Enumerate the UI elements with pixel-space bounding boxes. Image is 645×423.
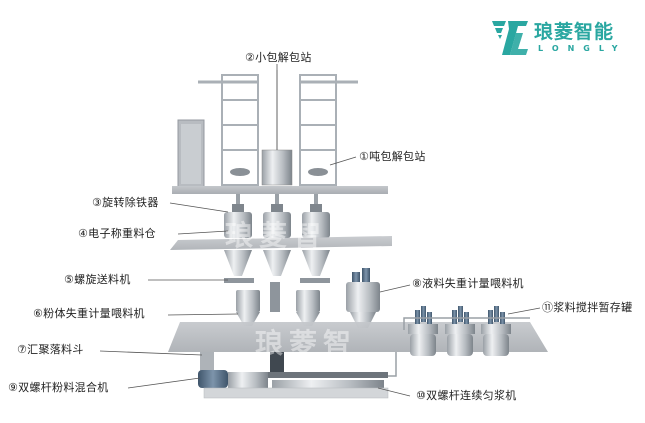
brand-name-cn: 琅菱智能 — [534, 21, 615, 43]
hoppers — [224, 250, 330, 276]
label-slurry-storage-tank: ⑪浆料搅拌暂存罐 — [542, 301, 633, 314]
label-powder-liw-feeder: ⑥粉体失重计量喂料机 — [33, 307, 145, 320]
upper-platform — [172, 186, 388, 194]
label-collecting-hopper: ⑦汇聚落料斗 — [17, 343, 84, 356]
label-screw-conveyor: ⑤螺旋送料机 — [64, 273, 131, 286]
twin-screw-machines — [198, 352, 397, 399]
label-liquid-liw-feeder: ⑧液料失重计量喂料机 — [412, 277, 524, 290]
brand-name-en: LONGLY — [538, 44, 627, 53]
longly-logo-icon — [492, 21, 528, 55]
slurry-storage-tanks — [403, 306, 530, 356]
label-rotary-iron-remover: ③旋转除铁器 — [92, 196, 159, 209]
watermark: 琅菱智 — [255, 327, 358, 360]
label-ton-bag-station: ①吨包解包站 — [359, 150, 426, 163]
label-twin-screw-powder-mixer: ⑨双螺杆粉料混合机 — [8, 381, 109, 394]
weighing-bins — [224, 204, 330, 238]
middle-platform — [170, 236, 392, 250]
label-small-bag-station: ②小包解包站 — [245, 51, 312, 64]
label-weighing-bin: ④电子称重料仓 — [78, 227, 156, 240]
ton-bag-station-frames — [198, 70, 358, 186]
label-twin-screw-homogenizer: ⑩双螺杆连续匀浆机 — [416, 389, 517, 402]
leader-lines — [99, 64, 541, 397]
liquid-loss-in-weight-feeder — [346, 268, 380, 328]
watermark: 琅菱智 — [225, 219, 328, 252]
brand-logo: 琅菱智能 LONGLY — [490, 15, 640, 60]
